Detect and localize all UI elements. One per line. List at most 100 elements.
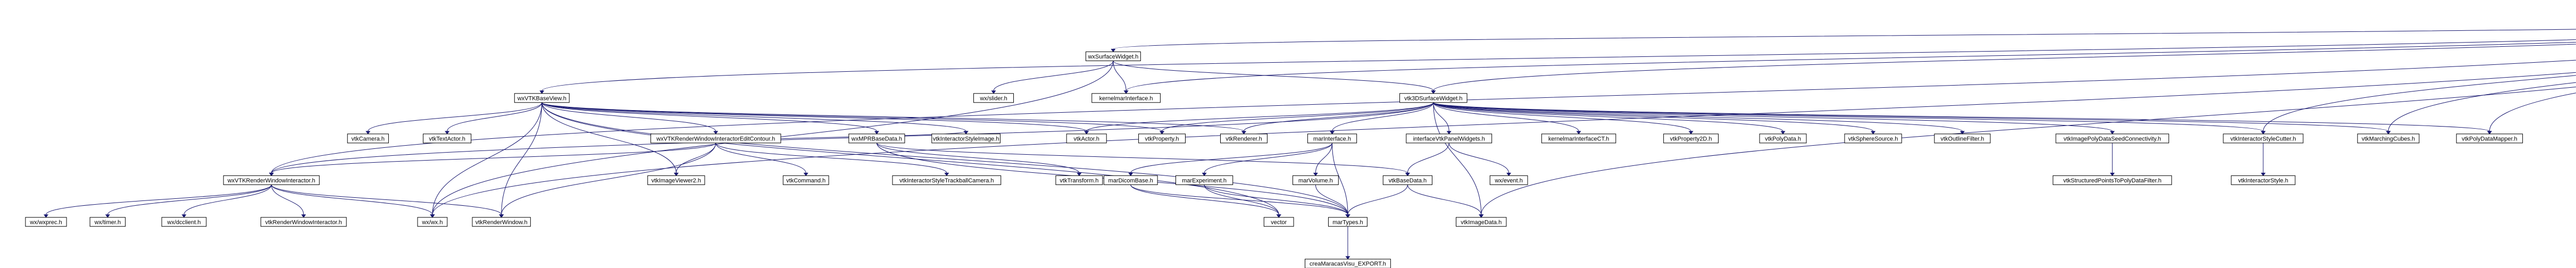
node-label: wx/event.h: [1494, 178, 1523, 184]
node-box: [782, 175, 829, 185]
edge-arrowhead: [1871, 131, 1876, 135]
graph-node-mar-dicom-base[interactable]: marDicomBase.h: [1103, 175, 1158, 185]
dependency-edge: [2263, 75, 2576, 131]
node-box: [892, 175, 1002, 185]
node-label: vtkSphereSource.h: [1848, 136, 1898, 142]
node-label: vtkRenderer.h: [1226, 136, 1262, 142]
edge-arrowhead: [1446, 131, 1452, 135]
node-label: vtkOutlineFilter.h: [1940, 136, 1984, 142]
edge-arrowhead: [1345, 256, 1350, 260]
edge-arrowhead: [874, 131, 879, 135]
graph-node-wx-vtkbase-view[interactable]: wxVTKBaseView.h: [514, 93, 570, 103]
dependency-edge: [107, 185, 272, 215]
graph-node-mar-experiment[interactable]: marExperiment.h: [1175, 175, 1233, 185]
node-box: [848, 133, 905, 144]
node-label: vtkProperty2D.h: [1670, 136, 1712, 142]
graph-node-vtk-interactor-style: vtkInteractorStyle.h: [2231, 175, 2296, 185]
graph-node-wx-dcclient: wx/dcclient.h: [161, 217, 207, 227]
node-box: [223, 175, 320, 185]
node-box: [1934, 133, 1991, 144]
edge-arrowhead: [1077, 172, 1082, 177]
graph-node-interface-vtk-panel-widgets[interactable]: interfaceVtkPanelWidgets.h: [1406, 133, 1493, 144]
edge-arrowhead: [269, 172, 274, 177]
node-box: [1489, 175, 1528, 185]
node-label: vtkPolyData.h: [1765, 136, 1801, 142]
dependency-edge: [1204, 185, 1348, 215]
graph-node-crea-maracas-visu-export[interactable]: creaMaracasVisu_EXPORT.h: [1304, 258, 1391, 268]
dependency-edge: [1130, 185, 1348, 215]
node-label: vtkInteractorStyleCutter.h: [2230, 136, 2296, 142]
dependency-edge: [1433, 102, 2490, 132]
node-box: [2357, 133, 2420, 144]
node-label: vtkTransform.h: [1060, 178, 1098, 184]
edge-arrowhead: [499, 214, 504, 218]
dependency-edge: [1204, 185, 1279, 215]
dependency-edge: [1162, 102, 1434, 132]
dependency-edge: [541, 102, 1087, 132]
dependency-edge: [271, 185, 304, 215]
node-label: vtkImageViewer2.h: [652, 178, 701, 184]
node-box: [973, 93, 1014, 103]
node-label: vtkTextActor.h: [429, 136, 465, 142]
edge-arrowhead: [2110, 131, 2115, 135]
graph-node-vtk-image-data: vtkImageData.h: [1456, 217, 1507, 227]
edge-arrowhead: [181, 214, 187, 218]
node-label: vtkProperty.h: [1145, 136, 1179, 142]
dependency-edge: [1433, 102, 1449, 131]
graph-node-vtk-sphere-source: vtkSphereSource.h: [1844, 133, 1902, 144]
graph-node-vtk3-dsurface-widget[interactable]: vtk3DSurfaceWidget.h: [1399, 93, 1468, 103]
edge-arrowhead: [301, 214, 306, 218]
dependency-edge: [1433, 102, 1874, 132]
dependency-edge: [676, 143, 716, 173]
node-box: [1382, 175, 1432, 185]
dependency-edge: [1481, 87, 2576, 215]
node-label: vtkInteractorStyleImage.h: [933, 136, 999, 142]
node-box: [1759, 133, 1807, 144]
graph-node-wx-surface-widget[interactable]: wxSurfaceWidget.h: [1085, 51, 1141, 61]
graph-node-vtk-poly-data-mapper: vtkPolyDataMapper.h: [2456, 133, 2523, 144]
node-box: [514, 93, 570, 103]
graph-node-mar-interface[interactable]: marInterface.h: [1307, 133, 1357, 144]
dependency-edge: [1086, 102, 1434, 132]
edge-arrowhead: [991, 90, 996, 94]
graph-node-wx-vtkrender-window-interactor[interactable]: wxVTKRenderWindowInteractor.h: [223, 175, 320, 185]
graph-node-mar-types[interactable]: marTypes.h: [1328, 217, 1368, 227]
node-label: marVolume.h: [1298, 178, 1333, 184]
node-label: interfaceVtkPanelWidgets.h: [1413, 136, 1485, 142]
dependency-edge: [541, 39, 2576, 91]
graph-node-mar-volume[interactable]: marVolume.h: [1292, 175, 1339, 185]
graph-node-vtk-camera: vtkCamera.h: [347, 133, 389, 144]
node-box: [2223, 133, 2304, 144]
dependency-edge: [432, 72, 2576, 215]
graph-node-wx-vtkrender-window-interactor-edit-contour[interactable]: wxVTKRenderWindowInteractorEditContour.h: [650, 133, 781, 144]
dependency-edge: [1126, 41, 2576, 91]
node-label: vtkInteractorStyleTrackballCamera.h: [899, 178, 994, 184]
node-label: wxVTKRenderWindowInteractor.h: [227, 178, 315, 184]
node-box: [931, 133, 1001, 144]
node-label: vtkCommand.h: [786, 178, 826, 184]
graph-node-vtk-base-data[interactable]: vtkBaseData.h: [1382, 175, 1432, 185]
edge-arrowhead: [1688, 131, 1694, 135]
edge-arrowhead: [1313, 172, 1318, 177]
graph-node-vtk-image-poly-data-seed-connectivity[interactable]: vtkImagePolyDataSeedConnectivity.h: [2055, 133, 2169, 144]
graph-node-wx-event: wx/event.h: [1489, 175, 1528, 185]
dependency-edge: [501, 102, 543, 215]
graph-node-wx-wx: wx/wx.h: [417, 217, 448, 227]
graph-node-wx-timer: wx/timer.h: [89, 217, 126, 227]
graph-node-vtk-image-viewer2: vtkImageViewer2.h: [647, 175, 705, 185]
node-label: vtkInteractorStyle.h: [2238, 178, 2288, 184]
dependency-edge: [501, 143, 716, 215]
node-label: vector: [1271, 219, 1287, 225]
node-box: [1399, 93, 1468, 103]
graph-node-vtk-interactor-style-cutter[interactable]: vtkInteractorStyleCutter.h: [2223, 133, 2304, 144]
dependency-edge: [1243, 102, 1434, 132]
node-box: [647, 175, 705, 185]
node-box: [1292, 175, 1339, 185]
edge-arrowhead: [2110, 172, 2115, 177]
node-label: wx/timer.h: [94, 219, 121, 225]
dependency-edge: [1433, 102, 1482, 215]
graph-node-vtk-interactor-style-trackball-camera: vtkInteractorStyleTrackballCamera.h: [892, 175, 1002, 185]
dependency-edge: [876, 143, 1080, 173]
graph-node-wx-mprbase-data[interactable]: wxMPRBaseData.h: [848, 133, 905, 144]
dependency-edge: [1433, 102, 2389, 132]
